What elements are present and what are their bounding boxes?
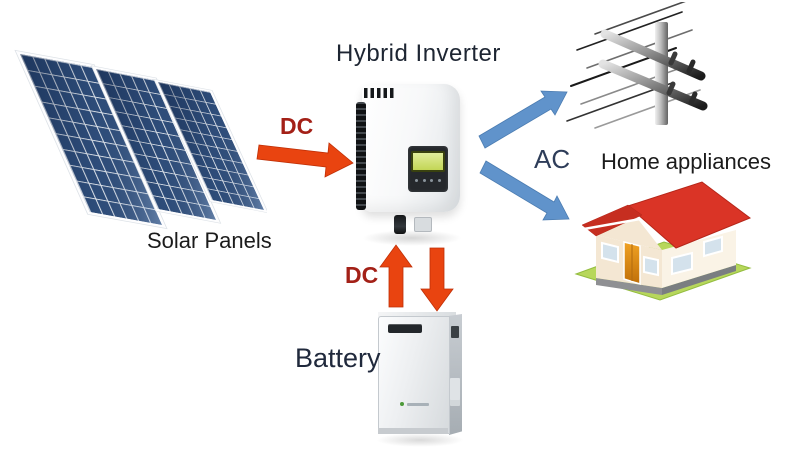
inverter-ac-connector xyxy=(414,217,432,232)
battery-base xyxy=(378,428,448,434)
house-base-front xyxy=(596,278,662,295)
house-roof-trim xyxy=(583,217,641,231)
house-window xyxy=(643,255,659,277)
battery-side-led xyxy=(451,326,459,338)
battery-display-slot xyxy=(388,324,422,333)
dc-arrow-inverter-to-battery xyxy=(420,247,454,312)
solar-panels-icon xyxy=(14,49,267,230)
solar-panels-label: Solar Panels xyxy=(147,228,272,253)
pole-mast xyxy=(655,22,668,125)
ac-label: AC xyxy=(534,144,571,174)
house-roof-main xyxy=(627,181,752,249)
pole-crossarms xyxy=(598,29,708,111)
inverter-heatsink xyxy=(356,102,366,210)
battery-side-vent xyxy=(450,378,460,400)
battery-lid xyxy=(378,312,456,317)
house-icon xyxy=(574,181,752,301)
power-pole-icon xyxy=(566,2,708,129)
inverter-heatsink-fins xyxy=(364,88,394,98)
solar-panel-3 xyxy=(153,78,267,214)
solar-panel-1 xyxy=(14,49,168,230)
house-gable xyxy=(596,209,662,250)
house-roof-left xyxy=(581,204,643,237)
battery-logo-text xyxy=(407,403,429,406)
inverter-dc-connector xyxy=(394,215,406,234)
battery-front-panel xyxy=(378,316,450,434)
house-window xyxy=(601,241,619,264)
dc-arrow-battery-to-inverter xyxy=(379,244,413,308)
house-base-right xyxy=(662,265,736,295)
inverter-buttons xyxy=(413,179,443,182)
home-appliances-label: Home appliances xyxy=(601,149,771,174)
battery-logo xyxy=(400,402,404,406)
hybrid-inverter-icon xyxy=(356,78,464,246)
dc-arrow-solar-to-inverter xyxy=(256,142,354,178)
ac-arrow-inverter-to-grid xyxy=(478,90,568,149)
battery-shadow xyxy=(376,433,464,447)
battery-side-panel xyxy=(449,314,462,435)
battery-icon xyxy=(374,310,466,447)
inverter-control-panel xyxy=(408,146,448,192)
dc-label-solar: DC xyxy=(280,113,314,139)
solar-panel-2 xyxy=(90,65,222,224)
inverter-shadow xyxy=(362,230,462,246)
inverter-lcd-screen xyxy=(411,151,445,172)
battery-label: Battery xyxy=(295,343,381,373)
dc-label-battery: DC xyxy=(345,262,379,288)
house-window xyxy=(671,251,693,276)
house-window xyxy=(703,235,723,258)
hybrid-inverter-label: Hybrid Inverter xyxy=(336,40,501,67)
